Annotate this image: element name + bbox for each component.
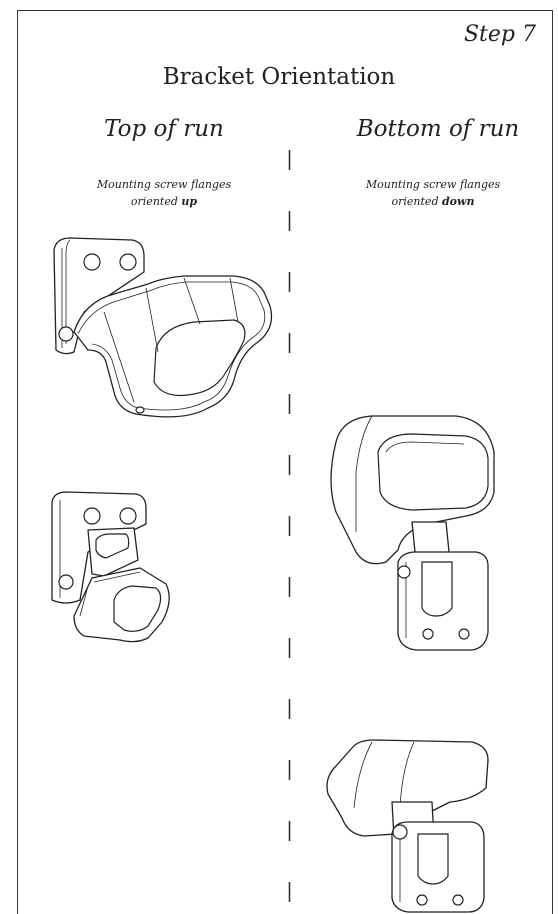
note-line: Mounting screw flanges: [96, 178, 232, 191]
top-of-run-heading: Top of run: [104, 116, 224, 142]
column-divider: [288, 150, 291, 914]
bottom-of-run-heading: Bottom of run: [356, 116, 520, 142]
note-emphasis-up: up: [181, 195, 198, 208]
page-title: Bracket Orientation: [162, 64, 396, 90]
page-frame: [17, 10, 553, 914]
note-emphasis-down: down: [441, 195, 475, 208]
note-prefix: oriented: [130, 195, 182, 208]
top-of-run-note: Mounting screw flanges oriented up: [44, 176, 284, 210]
note-line: oriented up: [44, 193, 284, 210]
note-line: oriented down: [313, 193, 553, 210]
top-of-run-bracket-large-illustration: [53, 237, 273, 418]
bottom-of-run-note: Mounting screw flanges oriented down: [313, 176, 553, 210]
bottom-of-run-bracket-small-illustration: [326, 739, 489, 913]
step-label: Step 7: [463, 22, 536, 47]
note-line: Mounting screw flanges: [365, 178, 501, 191]
note-prefix: oriented: [391, 195, 442, 208]
bottom-of-run-bracket-large-illustration: [330, 415, 495, 651]
top-of-run-bracket-small-illustration: [51, 491, 170, 643]
